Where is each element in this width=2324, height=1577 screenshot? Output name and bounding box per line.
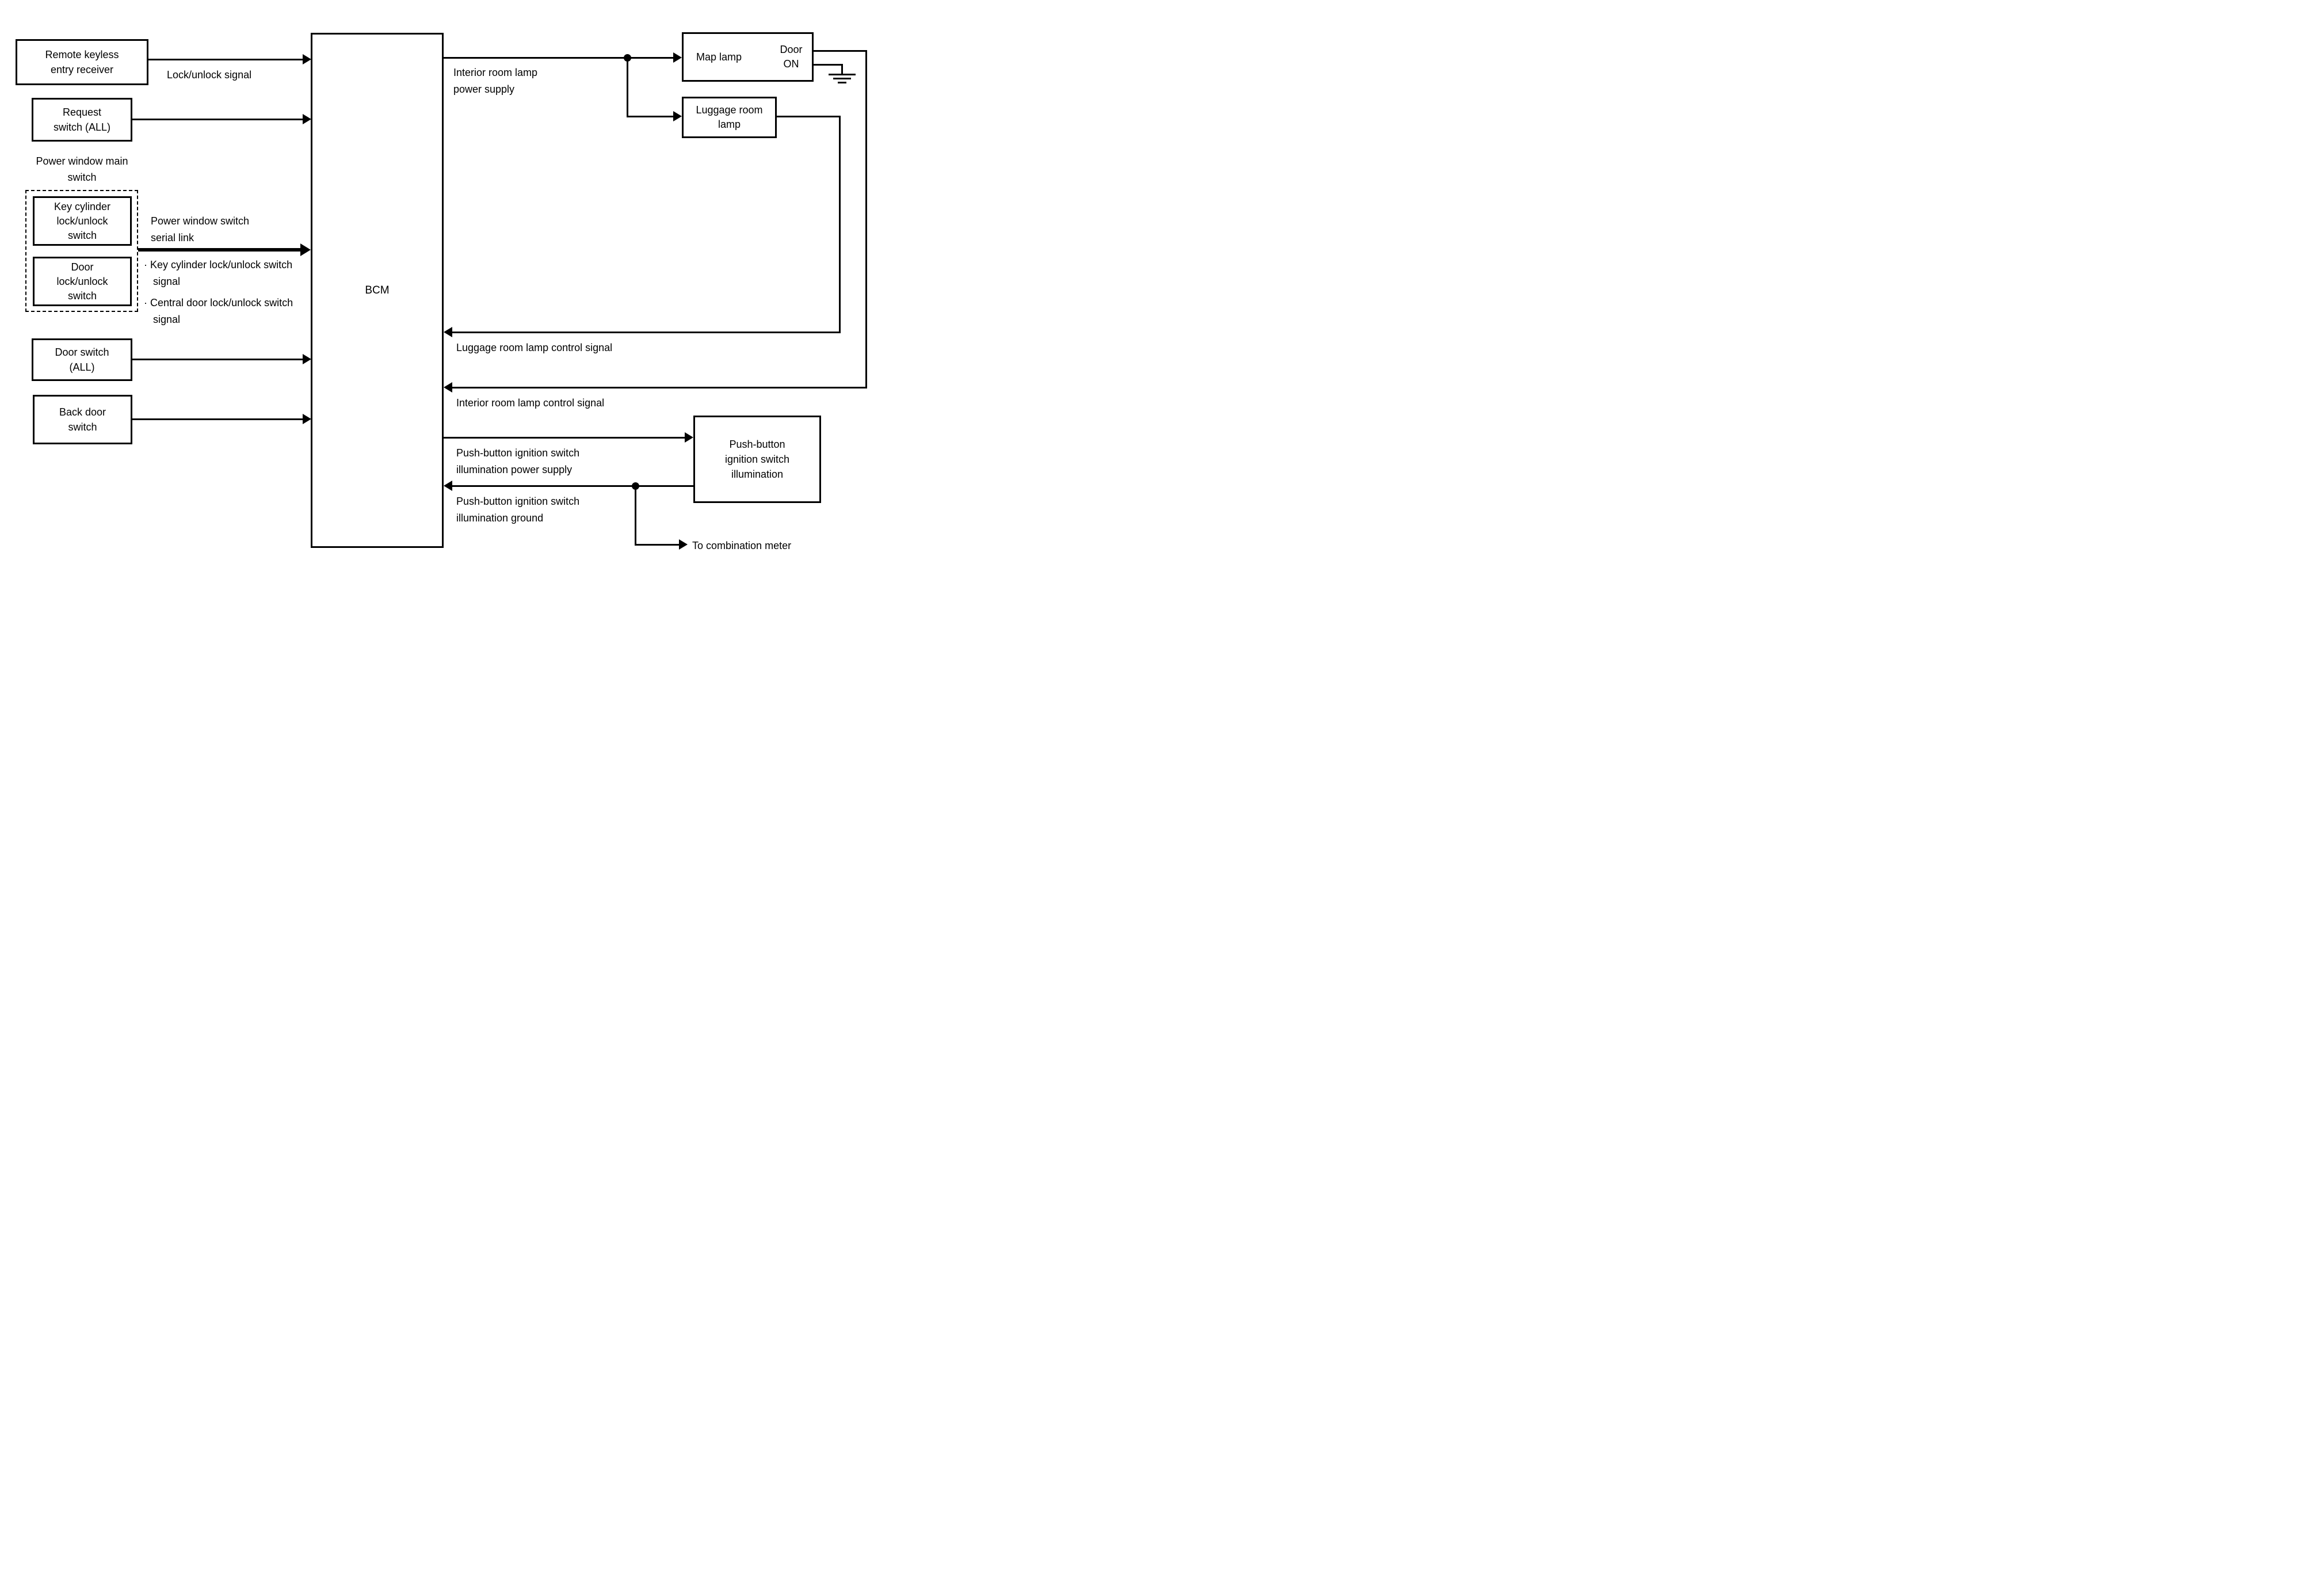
- wire-branch-to-luggage-horizontal: [627, 116, 674, 117]
- arrowhead-to-combination-meter: [679, 539, 688, 550]
- wire-interior-control-return: [452, 387, 867, 388]
- door-switch-all-box: Door switch (ALL): [32, 338, 132, 381]
- map-lamp-door-on-contact: Door ON: [780, 44, 803, 70]
- bcm-label: BCM: [365, 284, 390, 296]
- remote-keyless-entry-receiver-box: Remote keyless entry receiver: [16, 39, 148, 85]
- luggage-room-lamp-box: Luggage room lamp: [682, 97, 777, 138]
- wire-interior-room-lamp-power: [444, 57, 674, 59]
- bcm-wiring-diagram: Remote keyless entry receiver Request sw…: [0, 0, 889, 603]
- serial-bullet-central-door: · Central door lock/unlock switch signal: [144, 295, 306, 328]
- arrowhead-serial-link-into-bcm: [300, 243, 311, 256]
- wire-luggage-control-vertical: [839, 116, 841, 333]
- request-switch-box: Request switch (ALL): [32, 98, 132, 142]
- wire-interior-control-vertical: [865, 50, 867, 388]
- wire-map-lamp-ground: [814, 64, 843, 66]
- wire-door-switch: [132, 359, 304, 360]
- arrowhead-pb-ground-into-bcm: [444, 481, 452, 491]
- wire-map-lamp-ground-drop: [841, 64, 843, 74]
- interior-room-lamp-power-label: Interior room lamp power supply: [453, 67, 538, 95]
- wire-interior-control-out: [814, 50, 867, 52]
- wire-back-door-switch: [132, 418, 304, 420]
- arrowhead-interior-control-into-bcm: [444, 382, 452, 393]
- wire-serial-link: [138, 248, 302, 252]
- serial-bullet-central-door-text: Central door lock/unlock switch signal: [150, 297, 293, 325]
- arrowhead-request-switch-into-bcm: [303, 114, 311, 124]
- map-lamp-box: Map lamp Door ON: [682, 32, 814, 82]
- arrowhead-into-push-button-box: [685, 432, 693, 443]
- wire-to-combination-horizontal: [635, 544, 680, 546]
- arrowhead-door-switch-into-bcm: [303, 354, 311, 364]
- door-lock-unlock-switch-box: Door lock/unlock switch: [33, 257, 132, 306]
- wire-pb-illumination-power: [444, 437, 686, 439]
- interior-room-lamp-control-label: Interior room lamp control signal: [456, 397, 605, 409]
- ground-icon: [829, 74, 856, 75]
- push-button-ignition-switch-illumination-box: Push-button ignition switch illumination: [693, 416, 821, 503]
- ground-icon-bar-2: [833, 78, 851, 79]
- lock-unlock-signal-label: Lock/unlock signal: [167, 69, 252, 81]
- arrowhead-back-door-switch-into-bcm: [303, 414, 311, 424]
- wire-branch-to-luggage-vertical: [627, 57, 628, 117]
- arrowhead-luggage-control-into-bcm: [444, 327, 452, 337]
- serial-bullet-key-cylinder-text: Key cylinder lock/unlock switch signal: [150, 259, 293, 287]
- back-door-switch-box: Back door switch: [33, 395, 132, 444]
- pb-illumination-ground-label: Push-button ignition switch illumination…: [456, 496, 580, 524]
- wire-to-combination-vertical: [635, 485, 636, 546]
- serial-link-label: Power window switch serial link: [151, 215, 250, 243]
- luggage-room-lamp-control-label: Luggage room lamp control signal: [456, 342, 613, 353]
- wire-request-switch: [132, 119, 304, 120]
- bcm-box: BCM: [311, 33, 444, 548]
- power-window-main-switch-group: [25, 190, 138, 312]
- key-cylinder-lock-unlock-switch-box: Key cylinder lock/unlock switch: [33, 196, 132, 246]
- map-lamp-label: Map lamp: [696, 51, 742, 63]
- arrowhead-lock-unlock-into-bcm: [303, 54, 311, 64]
- pb-illumination-power-label: Push-button ignition switch illumination…: [456, 447, 580, 475]
- ground-icon-bar-3: [838, 82, 846, 83]
- arrowhead-into-luggage-lamp: [673, 111, 682, 121]
- bullet-icon: ·: [144, 297, 147, 308]
- arrowhead-into-map-lamp: [673, 52, 682, 63]
- wire-lock-unlock-signal: [148, 59, 304, 60]
- wire-pb-illumination-ground: [452, 485, 693, 487]
- bullet-icon: ·: [144, 259, 147, 271]
- to-combination-meter-label: To combination meter: [692, 540, 792, 551]
- serial-bullet-key-cylinder: · Key cylinder lock/unlock switch signal: [144, 257, 306, 290]
- wire-luggage-control-out: [777, 116, 841, 117]
- wire-luggage-control-return: [452, 332, 841, 333]
- power-window-main-switch-label: Power window main switch: [36, 155, 128, 183]
